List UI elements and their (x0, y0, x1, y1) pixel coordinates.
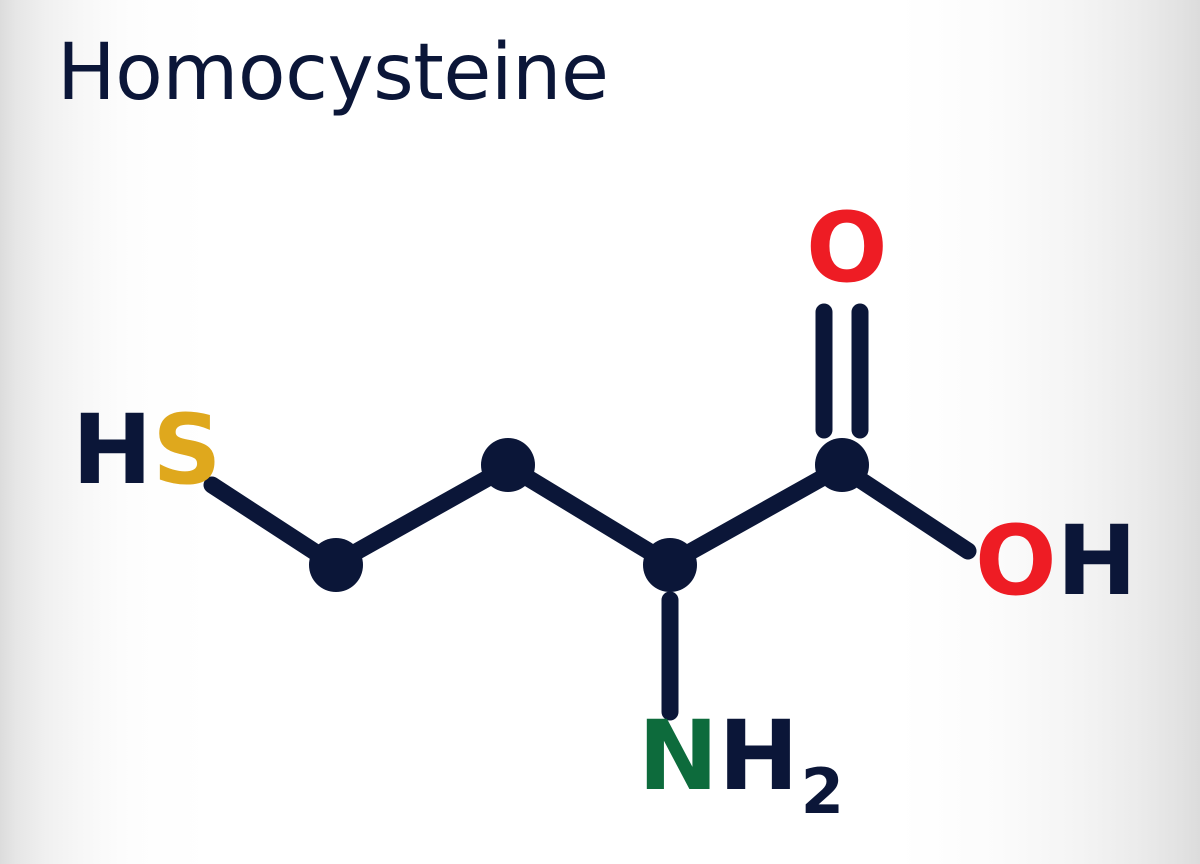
atom-label-hydroxyl-oh: OH (975, 513, 1137, 609)
atom-label-amine-nitrogen: N (638, 700, 719, 812)
bond-sulfur-c1 (203, 476, 327, 563)
atom-vertex-c1 (309, 538, 363, 592)
bond-c2-c3 (519, 469, 659, 561)
atom-label-thiol-hs: HS (72, 402, 221, 498)
atom-label-amine-subscript: 2 (800, 755, 844, 828)
atom-vertex-c2 (481, 438, 535, 492)
atom-vertex-c4 (815, 438, 869, 492)
atom-vertex-c3 (643, 538, 697, 592)
bond-c3-c4 (681, 469, 831, 561)
atom-label-hydrogen: H (72, 394, 153, 506)
atom-label-amine-hydrogen: H (718, 700, 799, 812)
atom-label-amine-nh2: NH2 (638, 708, 844, 823)
atom-label-hydroxyl-oxygen: O (975, 505, 1057, 617)
atom-label-sulfur: S (152, 394, 222, 506)
bond-c1-c2 (347, 469, 497, 561)
bond-c4-o-hydroxyl (853, 472, 977, 560)
atom-label-hydroxyl-hydrogen: H (1056, 505, 1137, 617)
page-title: Homocysteine (57, 28, 609, 118)
atom-label-carbonyl-oxygen: O (806, 192, 888, 304)
